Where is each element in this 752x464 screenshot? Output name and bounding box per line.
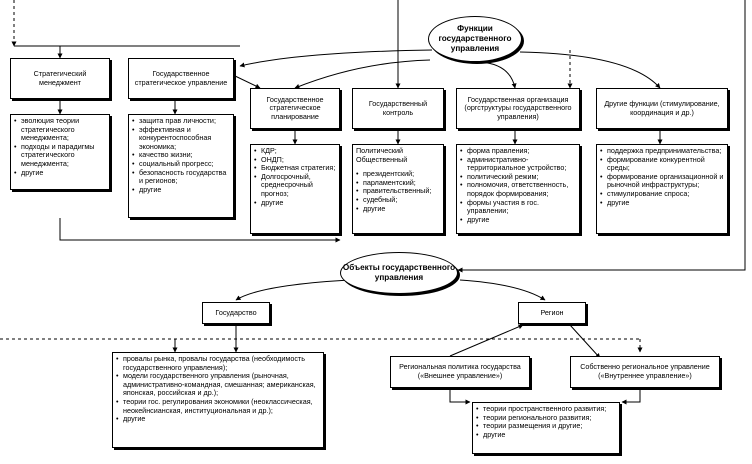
organization-list: форма правления; административно-террито… — [456, 144, 580, 234]
functions-ellipse: Функции государственного управления — [428, 16, 522, 62]
list-item: безопасность государства и регионов; — [132, 168, 230, 186]
list-item: подходы и парадигмы стратегического мене… — [14, 142, 106, 169]
control-intro: Политический Общественный — [356, 146, 408, 164]
list-item: Бюджетная стратегия; — [254, 164, 336, 173]
regional-policy-box: Региональная политика государства («Внеш… — [390, 356, 530, 388]
list-item: политический режим; — [460, 172, 576, 182]
state-strategic-title: Государственное стратегическое управлени… — [134, 68, 228, 87]
list-item: другие — [476, 430, 616, 440]
control-list: Политический Общественный президентский;… — [352, 144, 444, 234]
state-title: Государство — [215, 307, 257, 317]
strategic-management-box: Стратегический менеджмент — [10, 58, 110, 99]
list-item: защита прав личности; — [132, 116, 230, 126]
list-item: формирование организационной и рыночной … — [600, 172, 724, 190]
list-item: эволюция теории стратегического менеджме… — [14, 116, 106, 143]
list-item: эффективная и конкурентоспособная эконом… — [132, 125, 230, 152]
own-regional-box: Собственно региональное управление («Вну… — [570, 356, 720, 388]
list-item: другие — [356, 204, 440, 214]
list-item: полномочия, ответственность, порядок фор… — [460, 181, 576, 198]
list-item: президентский; — [356, 170, 440, 179]
state-strategic-list: защита прав личности; эффективная и конк… — [128, 114, 234, 218]
list-item: формы участия в гос. управлении; — [460, 198, 576, 216]
list-item: теории регионального развития; — [476, 413, 616, 423]
list-item: модели государственного управления (рыно… — [116, 371, 320, 398]
list-item: другие — [600, 198, 724, 208]
list-item: форма правления; — [460, 146, 576, 156]
list-item: провалы рынка, провалы государства (необ… — [116, 354, 320, 372]
objects-ellipse: Объекты государственного управления — [340, 252, 458, 294]
functions-ellipse-label: Функции государственного управления — [438, 24, 512, 53]
strategic-management-title: Стратегический менеджмент — [33, 68, 87, 87]
list-item: другие — [254, 198, 336, 208]
list-item: стимулирование спроса; — [600, 189, 724, 199]
list-item: другие — [14, 168, 106, 178]
organization-box: Государственная организация (оргструктур… — [456, 88, 580, 129]
list-item: парламентский; — [356, 178, 440, 188]
list-item: ОНДП; — [254, 155, 336, 165]
list-item: качество жизни; — [132, 151, 230, 160]
other-functions-list: поддержка предпринимательства; формирова… — [596, 144, 728, 234]
list-item: формирование конкурентной среды; — [600, 155, 724, 173]
list-item: КДР; — [254, 146, 336, 156]
region-theories-list: теории пространственного развития; теори… — [472, 402, 620, 454]
organization-title: Государственная организация (оргструктур… — [464, 94, 572, 121]
state-theories-list: провалы рынка, провалы государства (необ… — [112, 352, 324, 448]
state-box: Государство — [202, 302, 270, 324]
list-item: теории гос. регулирования экономики (нео… — [116, 397, 320, 415]
list-item: административно-территориальное устройст… — [460, 155, 576, 173]
list-item: поддержка предпринимательства; — [600, 146, 724, 156]
control-title: Государственный контроль — [368, 98, 428, 117]
region-box: Регион — [518, 302, 586, 324]
control-box: Государственный контроль — [352, 88, 444, 129]
list-item: другие — [116, 415, 320, 424]
objects-ellipse-label: Объекты государственного управления — [342, 263, 456, 282]
list-item: судебный; — [356, 195, 440, 205]
list-item: правительственный; — [356, 187, 440, 196]
other-functions-title: Другие функции (стимулирование, координа… — [604, 98, 720, 117]
list-item: другие — [460, 215, 576, 225]
list-item: Долгосрочный, среднесрочный прогноз; — [254, 172, 336, 199]
planning-box: Государственное стратегическое планирова… — [250, 88, 340, 129]
state-strategic-box: Государственное стратегическое управлени… — [128, 58, 234, 99]
planning-list: КДР; ОНДП; Бюджетная стратегия; Долгосро… — [250, 144, 340, 234]
region-title: Регион — [540, 307, 564, 317]
list-item: теории пространственного развития; — [476, 404, 616, 414]
strategic-management-list: эволюция теории стратегического менеджме… — [10, 114, 110, 190]
list-item: социальный прогресс; — [132, 159, 230, 169]
list-item: другие — [132, 185, 230, 195]
regional-policy-title: Региональная политика государства («Внеш… — [399, 362, 521, 380]
list-item: теории размещения и другие; — [476, 422, 616, 431]
own-regional-title: Собственно региональное управление («Вну… — [580, 362, 710, 380]
planning-title: Государственное стратегическое планирова… — [266, 94, 324, 121]
other-functions-box: Другие функции (стимулирование, координа… — [596, 88, 728, 129]
